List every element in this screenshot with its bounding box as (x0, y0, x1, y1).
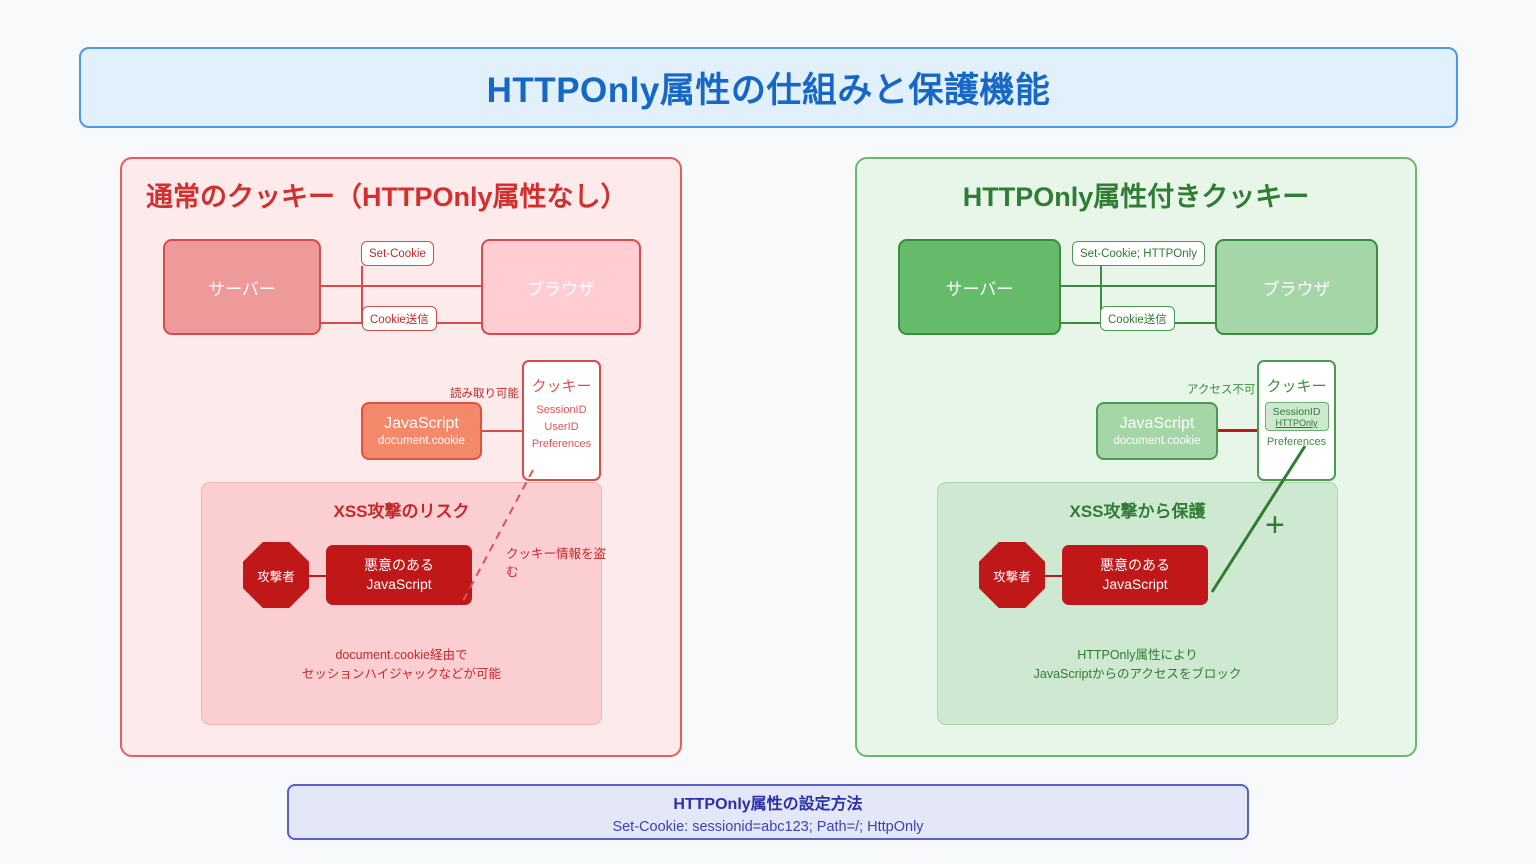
left-steal-label: クッキー情報を盗む (506, 545, 606, 581)
right-cookie-badge-line2: HTTPOnly (1275, 418, 1318, 428)
right-access-label: アクセス不可 (1187, 384, 1256, 396)
right-javascript-node: JavaScript document.cookie (1096, 402, 1218, 460)
left-malicious-js-node: 悪意のある JavaScript (326, 545, 472, 605)
right-server-label: サーバー (945, 279, 1014, 299)
left-panel: 通常のクッキー（HTTPOnly属性なし） サーバー ブラウザ Set-Cook… (120, 157, 682, 757)
right-attacker-wire (1042, 575, 1064, 577)
right-js-cookie-blocked-wire (1218, 429, 1273, 432)
left-xss-note: document.cookie経由で セッションハイジャックなどが可能 (202, 646, 601, 685)
left-browser-node: ブラウザ (481, 239, 641, 335)
right-attacker-node: 攻撃者 (979, 542, 1045, 608)
left-cookie-item: SessionID (536, 404, 587, 416)
left-cookie-send-chip: Cookie送信 (362, 306, 437, 331)
left-attacker-wire (306, 575, 328, 577)
right-cookie-item: Preferences (1266, 436, 1327, 448)
page-title: HTTPOnly属性の仕組みと保護機能 (486, 71, 1051, 110)
left-xss-note-line1: document.cookie経由で (335, 648, 468, 662)
left-set-cookie-chip: Set-Cookie (361, 241, 434, 266)
left-xss-subpanel: XSS攻撃のリスク 攻撃者 悪意のある JavaScript document.… (201, 482, 602, 725)
footer-code: Set-Cookie: sessionid=abc123; Path=/; Ht… (612, 818, 924, 835)
left-set-cookie-chip-label: Set-Cookie (369, 247, 426, 260)
left-xss-title: XSS攻撃のリスク (333, 502, 470, 521)
left-wire-top (321, 285, 481, 287)
left-cookie-item: Preferences (531, 438, 592, 451)
right-wire-bottom-riser (1100, 287, 1102, 323)
left-attacker-label: 攻撃者 (257, 569, 295, 584)
left-javascript-subtitle: document.cookie (378, 435, 465, 448)
right-wire-top-riser (1100, 266, 1102, 287)
page-title-box: HTTPOnly属性の仕組みと保護機能 (79, 47, 1458, 128)
right-attacker-label: 攻撃者 (993, 569, 1031, 584)
left-cookie-item: UserID (544, 421, 579, 434)
footer-title: HTTPOnly属性の設定方法 (673, 795, 863, 813)
left-server-label: サーバー (208, 279, 276, 299)
right-server-node: サーバー (898, 239, 1061, 335)
right-malicious-js-node: 悪意のある JavaScript (1062, 545, 1208, 605)
left-cookie-box: クッキー SessionID UserID Preferences (522, 360, 601, 481)
right-xss-note: HTTPOnly属性により JavaScriptからのアクセスをブロック (938, 646, 1337, 685)
left-malicious-js-line1: 悪意のある (364, 557, 434, 574)
left-wire-bottom-riser (361, 287, 363, 323)
left-browser-label: ブラウザ (527, 279, 595, 299)
right-panel: HTTPOnly属性付きクッキー サーバー ブラウザ Set-Cookie; H… (855, 157, 1417, 757)
footer-box: HTTPOnly属性の設定方法 Set-Cookie: sessionid=ab… (287, 784, 1249, 840)
right-cookie-send-chip-label: Cookie送信 (1108, 313, 1167, 326)
right-set-cookie-chip-label: Set-Cookie; HTTPOnly (1080, 247, 1197, 260)
right-cookie-send-chip: Cookie送信 (1100, 306, 1175, 331)
right-plus-icon-glyph: + (1265, 506, 1285, 544)
right-xss-note-line1: HTTPOnly属性により (1077, 648, 1198, 662)
left-javascript-node: JavaScript document.cookie (361, 402, 482, 460)
right-browser-node: ブラウザ (1215, 239, 1378, 335)
right-cookie-box-title: クッキー (1266, 378, 1327, 395)
left-javascript-title: JavaScript (384, 414, 459, 432)
right-xss-title: XSS攻撃から保護 (1069, 502, 1206, 521)
right-cookie-httponly-badge: SessionID HTTPOnly (1264, 402, 1329, 431)
right-xss-note-line2: JavaScriptからのアクセスをブロック (1033, 667, 1242, 682)
left-malicious-js-line2: JavaScript (366, 576, 432, 592)
right-cookie-badge-line1: SessionID (1272, 406, 1321, 418)
right-cookie-box: クッキー SessionID HTTPOnly Preferences (1257, 360, 1336, 481)
right-browser-label: ブラウザ (1262, 279, 1331, 299)
left-cookie-send-chip-label: Cookie送信 (370, 313, 429, 326)
left-server-node: サーバー (163, 239, 321, 335)
right-javascript-title: JavaScript (1119, 414, 1195, 432)
right-javascript-subtitle: document.cookie (1113, 435, 1201, 448)
right-set-cookie-chip: Set-Cookie; HTTPOnly (1072, 241, 1205, 266)
right-malicious-js-line1: 悪意のある (1100, 557, 1170, 574)
left-steal-label-text: クッキー情報を盗む (506, 547, 607, 580)
right-malicious-js-line2: JavaScript (1102, 576, 1168, 592)
left-panel-title: 通常のクッキー（HTTPOnly属性なし） (146, 182, 628, 212)
left-access-label: 読み取り可能 (450, 388, 519, 400)
right-xss-subpanel: XSS攻撃から保護 攻撃者 悪意のある JavaScript + HTTPOnl… (937, 482, 1338, 725)
left-cookie-box-title: クッキー (531, 378, 592, 395)
left-xss-note-line2: セッションハイジャックなどが可能 (301, 667, 502, 682)
right-panel-title: HTTPOnly属性付きクッキー (962, 182, 1310, 212)
right-wire-top (1061, 285, 1215, 287)
left-js-cookie-wire (482, 430, 523, 432)
left-attacker-node: 攻撃者 (243, 542, 309, 608)
right-plus-icon: + (1265, 508, 1285, 542)
left-wire-top-riser (361, 266, 363, 287)
